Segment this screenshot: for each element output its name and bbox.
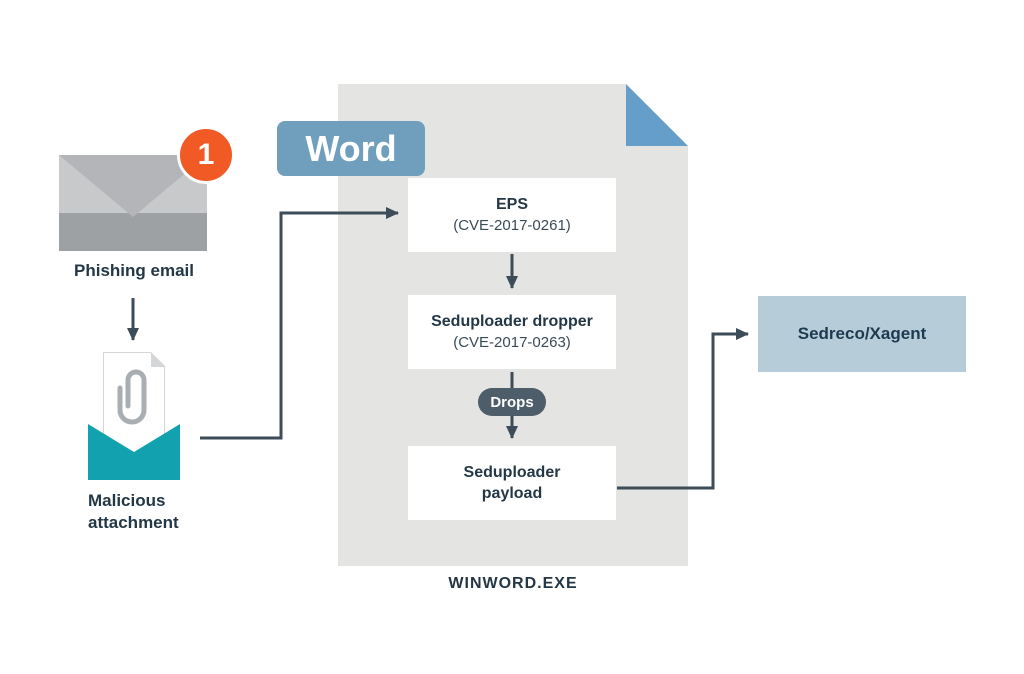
winword-document-fold-icon xyxy=(626,84,688,146)
eps-node: EPS (CVE-2017-0261) xyxy=(408,178,616,252)
attachment-document-fold xyxy=(151,352,166,367)
drops-pill: Drops xyxy=(478,388,546,416)
dropper-title: Seduploader dropper xyxy=(431,313,593,330)
malicious-attachment-label: Malicious attachment xyxy=(88,491,179,532)
paperclip-icon xyxy=(117,369,147,425)
winword-exe-label: WINWORD.EXE xyxy=(448,575,578,592)
phishing-email-label: Phishing email xyxy=(74,261,194,280)
eps-title: EPS xyxy=(495,196,528,213)
attachment-document-shape xyxy=(103,352,165,454)
malicious-attachment-icon xyxy=(88,352,180,480)
seduploader-dropper-node: Seduploader dropper (CVE-2017-0263) xyxy=(408,295,616,369)
word-app-tag: Word xyxy=(277,121,425,176)
step-1-badge: 1 xyxy=(177,126,235,184)
payload-title: Seduploader payload xyxy=(463,464,561,502)
sedreco-xagent-node: Sedreco/Xagent xyxy=(758,296,966,372)
email-envelope-icon xyxy=(59,155,207,251)
eps-cve: (CVE-2017-0261) xyxy=(453,217,571,234)
dropper-cve: (CVE-2017-0263) xyxy=(453,334,571,351)
seduploader-payload-node: Seduploader payload xyxy=(408,446,616,520)
